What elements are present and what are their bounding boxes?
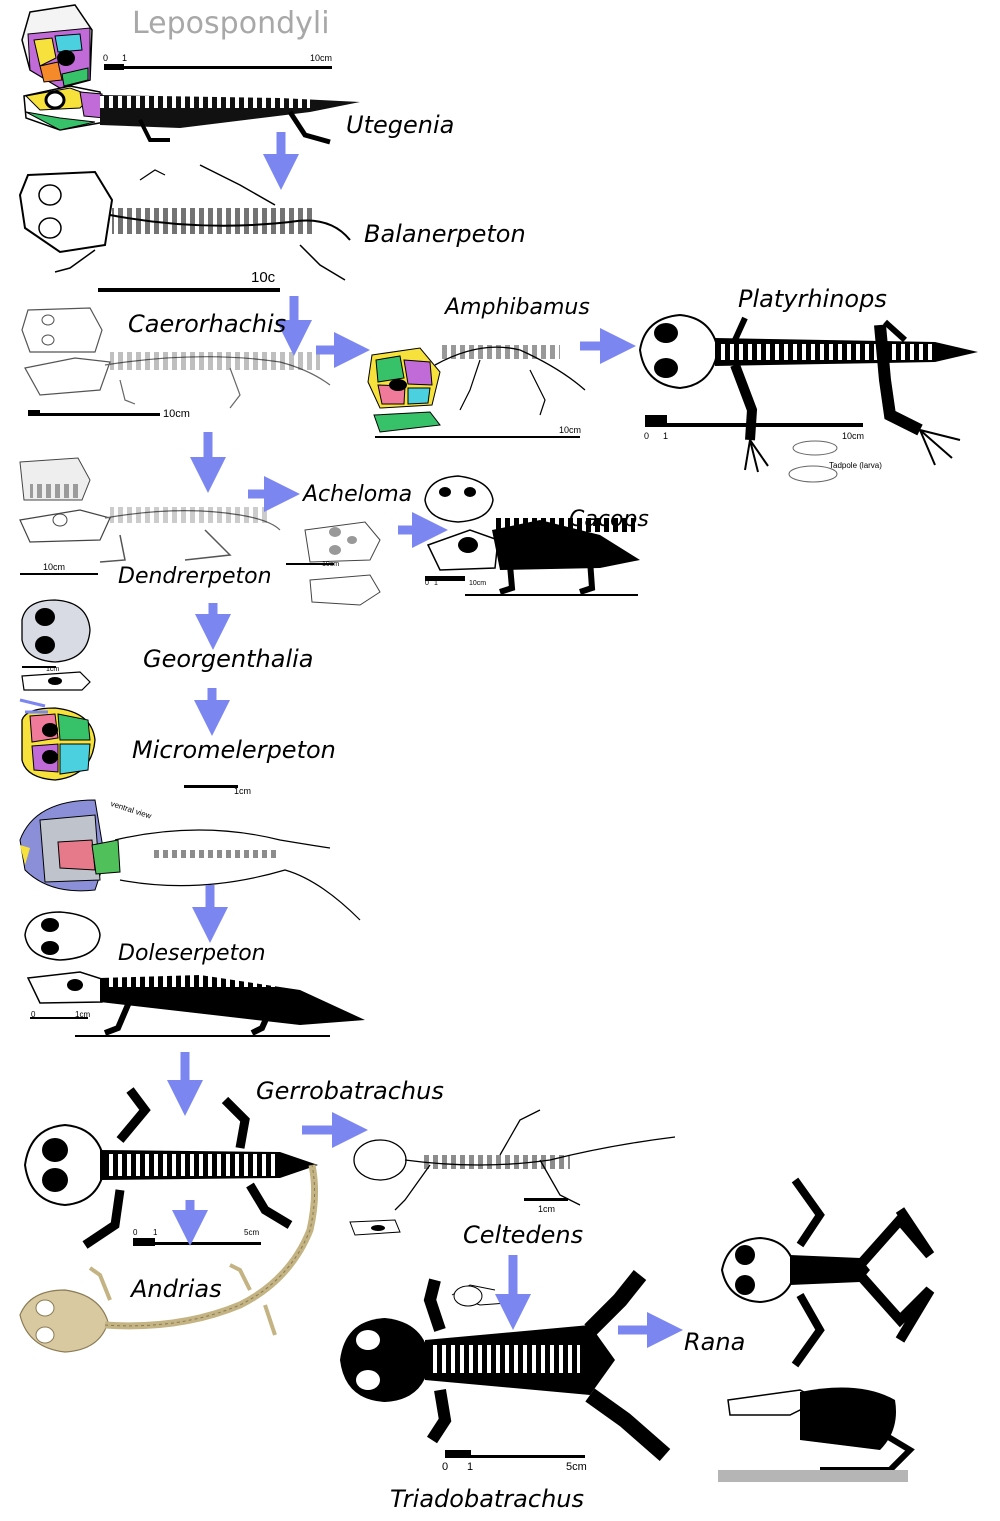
scale-platyrhinops-1: 1 — [663, 431, 669, 441]
triadobatrachus-scale-bar — [445, 1450, 585, 1458]
balanerpeton-skeleton — [18, 164, 351, 281]
note-tadpole: Tadpole (larva) — [829, 461, 882, 470]
celtedens-scale-bar — [524, 1198, 568, 1201]
cacops-skeleton — [424, 475, 640, 595]
micromelerpeton-scale-bar — [184, 785, 238, 788]
amphibamus-skeleton — [367, 345, 586, 433]
label-cacops: Cacops — [569, 507, 649, 532]
label-balanerpeton: Balanerpeton — [364, 220, 526, 248]
label-micromelerpeton: Micromelerpeton — [132, 736, 336, 764]
dendrerpeton-scale-bar — [20, 573, 98, 575]
label-triadobatrachus: Triadobatrachus — [390, 1485, 585, 1513]
platyrhinops-skeleton — [638, 313, 978, 483]
scale-platyrhinops-10: 10cm — [842, 431, 865, 441]
caerorhachis-scale-bar — [28, 410, 160, 416]
scale-triadobatrachus-5: 5cm — [566, 1461, 587, 1473]
label-gerrobatrachus: Gerrobatrachus — [256, 1077, 444, 1105]
celtedens-skeleton — [349, 1109, 676, 1236]
label-georgenthalia: Georgenthalia — [143, 645, 314, 673]
cacops-scale-bar — [425, 576, 638, 596]
scale-georgenthalia: 1cm — [46, 666, 60, 673]
utegenia-skull-top — [21, 4, 93, 89]
balanerpeton-scale-bar — [98, 288, 280, 292]
scale-gerrobatrachus-5: 5cm — [244, 1228, 260, 1237]
label-doleserpeton: Doleserpeton — [118, 941, 266, 966]
label-utegenia: Utegenia — [346, 111, 455, 139]
scale-utegenia-0: 0 — [103, 53, 109, 63]
scale-micromelerpeton: 1cm — [234, 786, 252, 796]
scale-balanerpeton: 10c — [251, 269, 276, 286]
georgenthalia-skull — [21, 599, 91, 691]
scale-celtedens: 1cm — [538, 1204, 556, 1214]
label-caerorhachis: Caerorhachis — [128, 310, 287, 338]
platyrhinops-scale-bar — [645, 415, 863, 427]
scale-triadobatrachus-0: 0 — [442, 1461, 449, 1473]
label-acheloma: Acheloma — [303, 482, 413, 507]
title-lepospondyli: Lepospondyli — [132, 6, 330, 41]
scale-triadobatrachus-1: 1 — [467, 1461, 474, 1473]
scale-cacops-10: 10cm — [469, 580, 487, 587]
label-platyrhinops: Platyrhinops — [738, 285, 887, 313]
triadobatrachus-skeleton — [340, 1270, 671, 1462]
scale-gerrobatrachus-1: 1 — [153, 1228, 158, 1237]
utegenia-skeleton — [23, 85, 360, 145]
label-andrias: Andrias — [131, 1275, 222, 1303]
doleserpeton-skeleton — [24, 911, 365, 1036]
scale-utegenia-1: 1 — [122, 53, 128, 63]
scale-dendrerpeton: 10cm — [43, 562, 66, 572]
label-dendrerpeton: Dendrerpeton — [118, 564, 272, 589]
scale-caerorhachis: 10cm — [163, 408, 190, 420]
dendrerpeton-skeleton — [19, 457, 281, 563]
scale-doleserpeton-0: 0 — [31, 1010, 36, 1019]
acheloma-scale-bar — [286, 563, 334, 565]
micromelerpeton-skull — [19, 698, 96, 781]
scale-gerrobatrachus-0: 0 — [133, 1228, 138, 1237]
arrows — [167, 132, 683, 1348]
scale-acheloma: 10cm — [322, 561, 340, 568]
gerrobatrachus-skeleton — [23, 1087, 318, 1249]
scale-amphibamus: 10cm — [559, 425, 582, 435]
doleserpeton-scale-bar — [30, 1017, 330, 1037]
scale-cacops-1: 1 — [434, 580, 438, 587]
scale-doleserpeton-1: 1cm — [75, 1010, 91, 1019]
label-rana: Rana — [684, 1328, 746, 1356]
amphibamus-scale-bar — [375, 436, 580, 438]
gerrobatrachus-scale-bar — [133, 1238, 261, 1246]
ventral-view-specimen — [19, 799, 361, 921]
georgenthalia-scale-bar — [22, 666, 56, 668]
scale-cacops-0: 0 — [425, 580, 429, 587]
scale-platyrhinops-0: 0 — [644, 431, 650, 441]
acheloma-skulls — [304, 521, 381, 606]
utegenia-scale-bar — [104, 64, 332, 70]
label-celtedens: Celtedens — [463, 1221, 584, 1249]
label-amphibamus: Amphibamus — [445, 295, 590, 320]
andrias-skeleton — [19, 1164, 319, 1353]
rana-skeleton — [718, 1177, 935, 1482]
scale-utegenia-10: 10cm — [310, 53, 333, 63]
caerorhachis-skeleton — [21, 307, 331, 409]
